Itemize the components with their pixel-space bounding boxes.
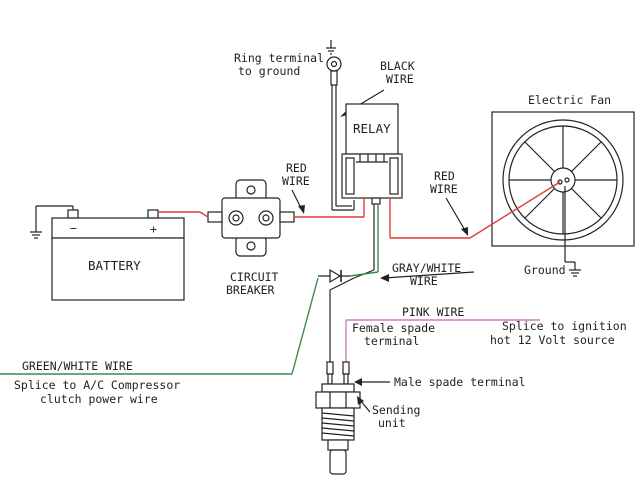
splice-ac-label-1: Splice to A/C Compressor (14, 378, 180, 392)
battery-label: BATTERY (88, 258, 141, 273)
sending-unit-arrow (357, 396, 371, 413)
splice-ignition-label-2: hot 12 Volt source (490, 333, 615, 347)
battery-ground (30, 205, 74, 239)
circuit-breaker (207, 179, 295, 257)
electric-fan-label: Electric Fan (528, 93, 611, 107)
circuit-breaker-label-2: BREAKER (226, 283, 275, 297)
female-spade-label-2: terminal (364, 334, 419, 348)
gray-white-label-1: GRAY/WHITE (392, 261, 461, 275)
ground-label: Ground (524, 263, 566, 277)
red-wire-relay-fan (389, 181, 561, 239)
male-spade-arrow (354, 378, 390, 386)
sending-unit-label-2: unit (378, 416, 406, 430)
pink-wire-label: PINK WIRE (402, 305, 464, 319)
battery-plus: + (150, 222, 157, 236)
circuit-breaker-label-1: CIRCUIT (230, 270, 279, 284)
battery-minus: − (70, 221, 77, 235)
red-wire-a-label-1: RED (286, 161, 307, 175)
black-wire-label-1: BLACK (380, 59, 415, 73)
male-spade-label: Male spade terminal (394, 375, 526, 389)
red-wire-b-arrow (445, 197, 468, 236)
red-wire-a-label-2: WIRE (282, 174, 310, 188)
red-wire-a-arrow (291, 189, 305, 214)
pink-wire (345, 319, 540, 364)
relay (341, 103, 403, 205)
ring-terminal-ground (326, 40, 342, 86)
sending-unit-label-1: Sending (372, 403, 420, 417)
black-wire-label-2: WIRE (386, 72, 414, 86)
relay-label: RELAY (353, 121, 391, 136)
fan-ground (564, 186, 581, 277)
sending-unit (315, 361, 361, 475)
splice-ac-label-2: clutch power wire (40, 392, 158, 406)
red-wire-breaker-relay (294, 198, 365, 218)
red-wire-b-label-1: RED (434, 169, 455, 183)
red-wire-battery-breaker (158, 211, 209, 218)
female-spade-label-1: Female spade (352, 321, 435, 335)
green-white-label: GREEN/WHITE WIRE (22, 359, 133, 373)
diode (318, 268, 350, 284)
ring-terminal-label-1: Ring terminal (234, 51, 324, 65)
black-wire (331, 85, 355, 211)
electric-fan (491, 111, 635, 247)
gray-white-label-2: WIRE (410, 274, 438, 288)
gray-white-arrow (380, 271, 475, 282)
splice-ignition-label-1: Splice to ignition (502, 319, 627, 333)
green-white-wire (0, 204, 379, 375)
red-wire-b-label-2: WIRE (430, 182, 458, 196)
ring-terminal-label-2: to ground (238, 64, 300, 78)
battery (51, 209, 185, 301)
